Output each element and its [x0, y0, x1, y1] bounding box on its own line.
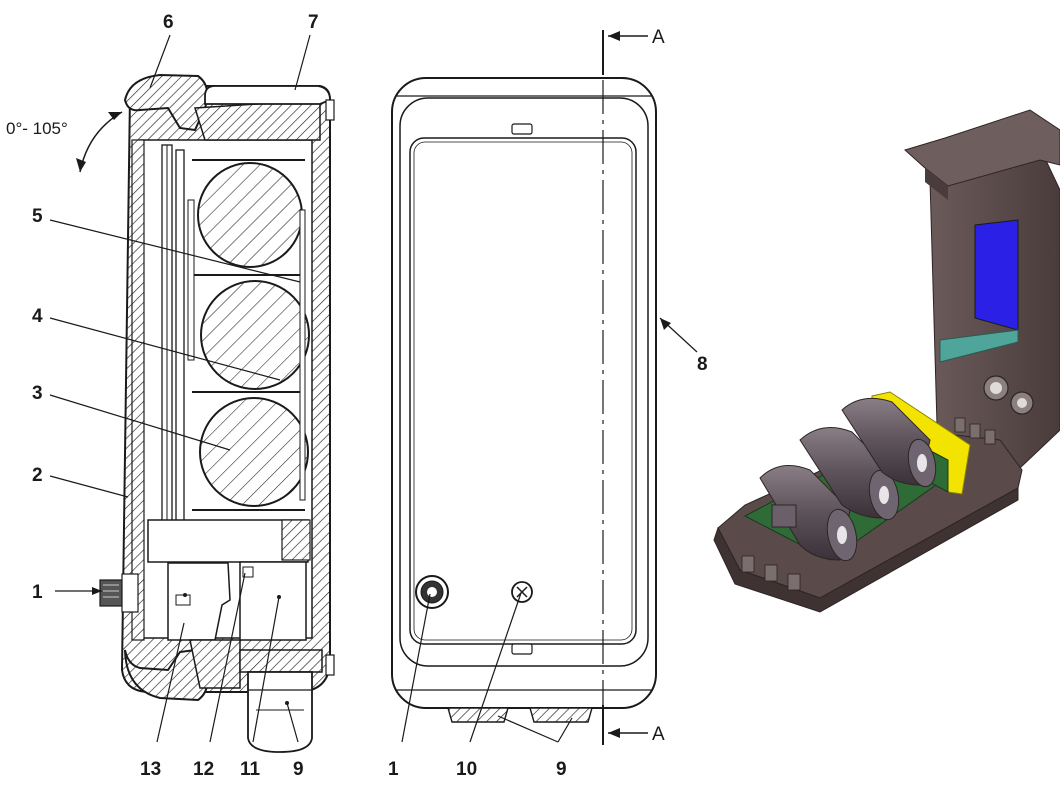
front-window-inner: [413, 141, 633, 641]
angle-label: 0°- 105°: [6, 119, 68, 138]
front-window: [409, 137, 637, 645]
leader-lines-left: [49, 34, 311, 743]
callout-10: 10: [456, 759, 477, 780]
hinge-tab: [325, 99, 335, 121]
battery-cylinders-3d: [759, 397, 937, 562]
callout-13: 13: [140, 759, 161, 780]
cable-gland: [247, 671, 313, 753]
lid-connector-core: [990, 382, 1002, 394]
battery-cell: [200, 280, 310, 390]
pcb-rail-inner: [175, 149, 185, 536]
rotation-arc: [79, 111, 123, 173]
front-gland-right: [529, 707, 593, 723]
section-arrowhead-top: [608, 31, 620, 41]
section-mark-top: A: [652, 27, 665, 48]
callout-11: 11: [240, 759, 261, 780]
connector-1-pin: [427, 587, 437, 597]
callout-1-left: 1: [32, 582, 43, 603]
terminal-block-13: [167, 562, 231, 641]
hinge-block-bottom: [189, 639, 241, 689]
terminal-block-frame: [147, 519, 309, 563]
front-view: A A 1 10 9 8: [388, 27, 708, 780]
front-gland-left: [447, 707, 509, 723]
open-lid-top-edge: [904, 109, 1060, 187]
terminal-screw: [175, 594, 191, 606]
cell-clip: [299, 209, 306, 501]
terminal-point: [183, 593, 187, 597]
seal-strip: [939, 329, 1019, 363]
section-mark-bottom: A: [652, 724, 665, 745]
front-panel: [131, 139, 145, 641]
cell-clip: [187, 199, 195, 361]
isometric-render: [713, 109, 1060, 613]
terminal-screw: [242, 566, 254, 578]
cable-gland-nut: [239, 649, 323, 673]
callout-12: 12: [193, 759, 214, 780]
callout-9-front: 9: [556, 759, 567, 780]
display-window: [974, 219, 1019, 331]
battery-cell: [199, 397, 309, 507]
front-inner-frame: [399, 97, 649, 667]
hinge-tab: [325, 654, 335, 676]
terminal-blocks-3d: [741, 417, 996, 591]
arc-arrowhead-bottom: [76, 158, 86, 172]
callout-3: 3: [32, 383, 43, 404]
connector-1-side: [99, 573, 139, 613]
callout-9-left: 9: [293, 759, 304, 780]
screw-cross: [516, 586, 528, 598]
battery-cell: [197, 162, 303, 268]
arrowhead-8: [660, 318, 671, 330]
latch-top: [511, 123, 533, 135]
callout-7: 7: [308, 12, 319, 33]
callout-2: 2: [32, 465, 43, 486]
lid-connector-core: [1017, 398, 1027, 408]
callout-8: 8: [697, 354, 708, 375]
section-view: 0°- 105° 6 7 5 4 3 2 1 13 12 11 9: [6, 12, 335, 780]
lid-hinge-shade: [925, 168, 948, 200]
terminal-block-hatched: [281, 519, 311, 561]
section-arrowhead-bottom: [608, 728, 620, 738]
callout-6: 6: [163, 12, 174, 33]
latch-bottom: [511, 643, 533, 655]
arc-arrowhead-top: [108, 112, 122, 120]
leader-lines-front: [401, 317, 698, 743]
lid-cover-top: [204, 85, 331, 105]
callout-1-front: 1: [388, 759, 399, 780]
callout-4: 4: [32, 306, 43, 327]
arrowhead-1: [92, 587, 102, 595]
callout-5: 5: [32, 206, 43, 227]
